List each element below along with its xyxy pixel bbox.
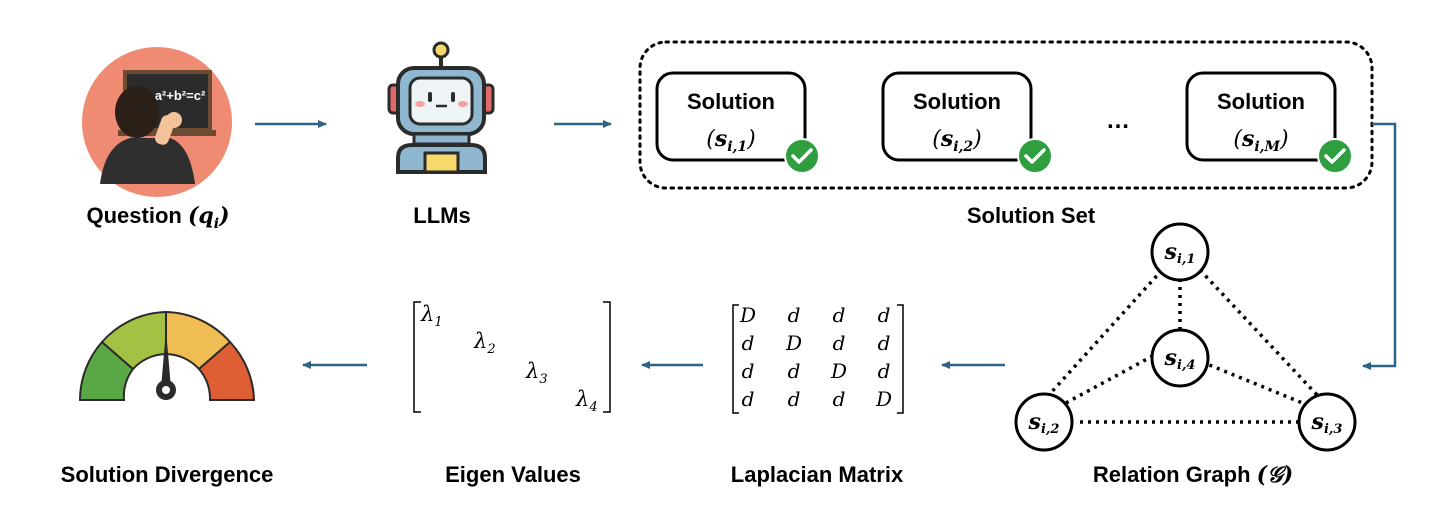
llms-label: LLMs [413, 203, 470, 228]
svg-text:Solution: Solution [1217, 89, 1305, 114]
relation-graph [1046, 268, 1320, 424]
check-icon [1317, 138, 1353, 174]
graph-node-1: si,1 [1150, 222, 1210, 282]
svg-text:(si,1): (si,1) [706, 126, 756, 155]
graph-node-3: si,3 [1297, 392, 1357, 452]
arrow-solutions-to-graph [1362, 122, 1397, 370]
robot-icon [387, 41, 495, 174]
eigen-4: λ4 [575, 387, 598, 415]
question-label: Question (qi) [86, 203, 229, 232]
solution-set-container [638, 40, 1374, 190]
laplacian-cell: D [785, 331, 802, 355]
check-icon [784, 138, 820, 174]
solution-box-2: Solution (si,2) [881, 71, 1053, 174]
laplacian-cell: d [833, 331, 846, 355]
solution-box-m: Solution (si,M) [1185, 71, 1353, 174]
eigen-3: λ3 [525, 359, 548, 387]
laplacian-cell: D [830, 359, 847, 383]
divergence-gauge-icon [78, 310, 256, 401]
board-formula: a²+b²=c² [155, 88, 206, 103]
eigen-1: λ1 [420, 302, 443, 330]
laplacian-cell: d [878, 303, 891, 327]
check-icon [1017, 138, 1053, 174]
laplacian-label: Laplacian Matrix [731, 462, 904, 487]
graph-node-4: si,4 [1150, 328, 1210, 388]
svg-text:Solution: Solution [687, 89, 775, 114]
laplacian-cell: d [833, 303, 846, 327]
laplacian-cell: d [833, 387, 846, 411]
eigen-matrix: λ1 λ2 λ3 λ4 [413, 301, 611, 415]
laplacian-cell: d [742, 387, 755, 411]
laplacian-cell: d [878, 359, 891, 383]
svg-text:si,4: si,4 [1164, 345, 1196, 373]
svg-text:si,1: si,1 [1164, 239, 1196, 267]
laplacian-cell: D [875, 387, 892, 411]
laplacian-cell: D [739, 303, 756, 327]
laplacian-cell: d [788, 359, 801, 383]
eigen-label: Eigen Values [445, 462, 581, 487]
solution-set-label: Solution Set [967, 203, 1096, 228]
laplacian-cell: d [742, 359, 755, 383]
graph-node-2: si,2 [1014, 392, 1074, 452]
laplacian-cell: d [878, 331, 891, 355]
ellipsis: … [1106, 107, 1130, 134]
laplacian-cell: d [788, 387, 801, 411]
question-illustration: a²+b²=c² [82, 47, 232, 197]
eigen-2: λ2 [473, 329, 496, 357]
laplacian-cell: d [742, 331, 755, 355]
svg-text:(si,M): (si,M) [1233, 126, 1288, 155]
divergence-label: Solution Divergence [61, 462, 274, 487]
laplacian-cell: d [788, 303, 801, 327]
svg-text:(si,2): (si,2) [932, 126, 982, 155]
relation-graph-label: Relation Graph (𝒢) [1093, 462, 1293, 488]
svg-text:Solution: Solution [913, 89, 1001, 114]
svg-text:si,3: si,3 [1311, 409, 1343, 437]
svg-text:si,2: si,2 [1028, 409, 1060, 437]
solution-box-1: Solution (si,1) [655, 71, 820, 174]
